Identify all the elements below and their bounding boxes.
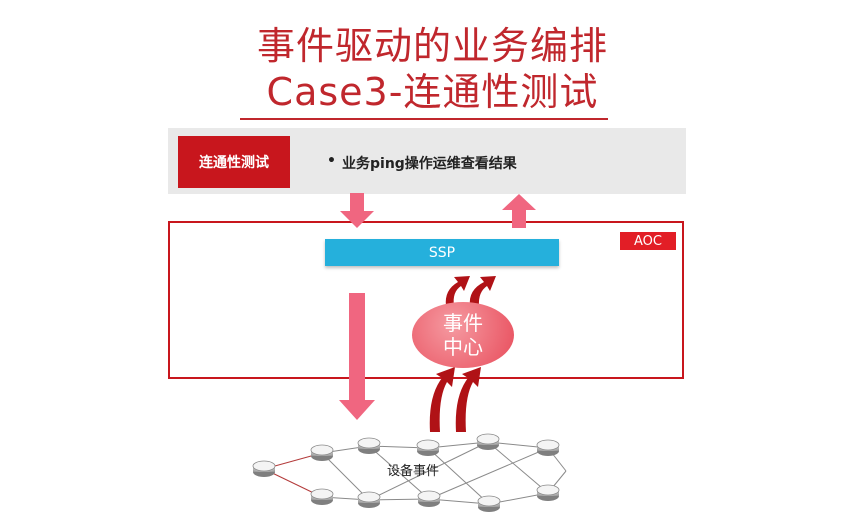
title-line-2: Case3-连通性测试 [266,70,599,114]
aoc-label: AOC [620,232,676,250]
title-line-1: 事件驱动的业务编排 [256,24,608,68]
event-center-ellipse: 事件 中心 [412,302,514,368]
event-center-line-1: 事件 [443,311,483,335]
curved-arrow-icon [429,367,481,432]
curved-arrow-icon [445,276,496,306]
router-icon [252,460,276,477]
scenario-label: 连通性测试 [178,136,290,188]
aoc-container [168,221,684,379]
router-icon [417,490,441,507]
router-icon [536,439,560,456]
router-icon [416,439,440,456]
router-icon [310,488,334,505]
block-arrow-down-icon [339,293,375,420]
block-arrow-down-icon [340,193,374,228]
ssp-bar: SSP [325,239,559,266]
router-icon [357,437,381,454]
router-icon [310,444,334,461]
router-icon [476,433,500,450]
scenario-bullet: • [327,153,336,169]
router-icon [357,491,381,508]
event-center-line-2: 中心 [443,335,483,359]
router-icon [536,484,560,501]
device-events-label: 设备事件 [387,464,440,479]
block-arrow-up-icon [502,194,536,228]
title-underline [240,118,608,120]
scenario-description: 业务ping操作运维查看结果 [342,156,517,172]
router-icon [477,495,501,512]
